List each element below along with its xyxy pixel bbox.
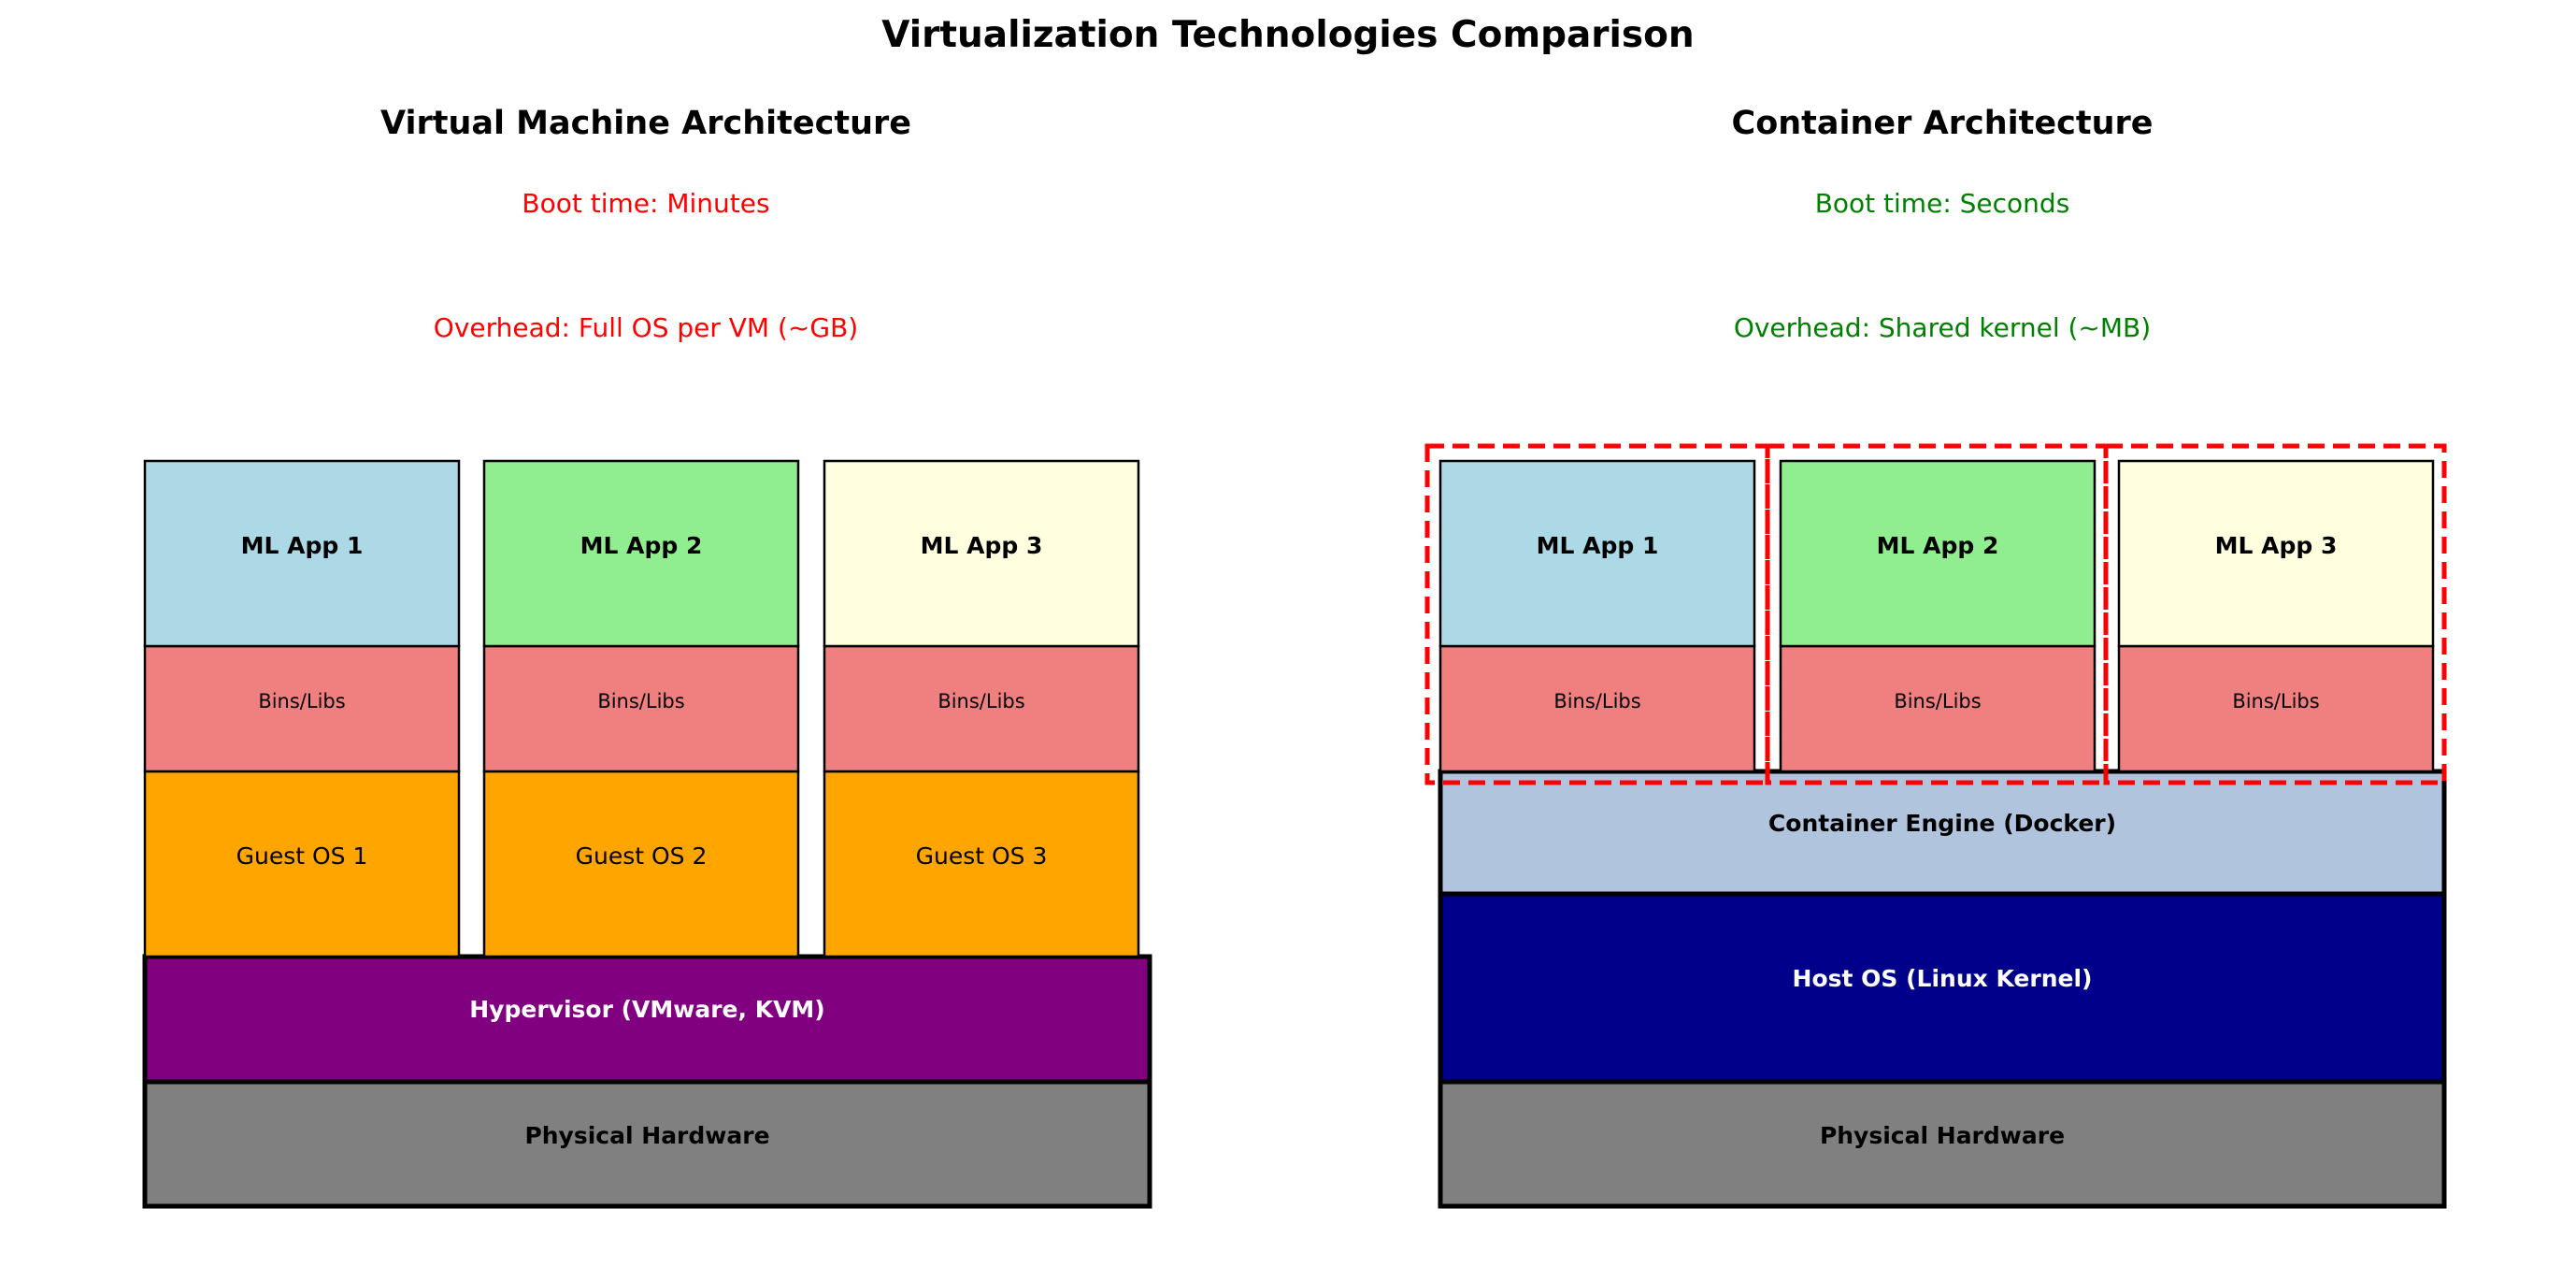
vm-boot-time: Boot time: Minutes — [522, 188, 769, 219]
container-stack: Physical Hardware Host OS (Linux Kernel) C… — [1424, 443, 2447, 1209]
ml-app-box — [2117, 459, 2435, 648]
hypervisor-layer-label: Hypervisor (VMware, KVM) — [469, 996, 824, 1023]
ml-app-box-label: ML App 2 — [580, 532, 703, 559]
guest-os-box — [823, 770, 1140, 958]
hardware-layer-label: Physical Hardware — [1820, 1122, 2065, 1149]
bins-libs-box-label: Bins/Libs — [597, 690, 684, 712]
ml-app-box-label: ML App 2 — [1877, 532, 1999, 559]
ml-app-box-label: ML App 3 — [2215, 532, 2338, 559]
vm-overhead: Overhead: Full OS per VM (~GB) — [434, 312, 858, 343]
figure-title: Virtualization Technologies Comparison — [881, 14, 1694, 56]
ml-app-box — [143, 459, 461, 648]
hardware-layer — [1438, 1079, 2447, 1209]
host-os-layer-label: Host OS (Linux Kernel) — [1793, 965, 2093, 992]
container-panel-title: Container Architecture — [1732, 105, 2154, 142]
hypervisor-layer — [142, 954, 1152, 1085]
bins-libs-box-label: Bins/Libs — [258, 690, 345, 712]
guest-os-box-label: Guest OS 1 — [236, 842, 368, 870]
container-isolation-boundary — [1424, 443, 1770, 785]
guest-os-box — [482, 770, 800, 958]
ml-app-box — [482, 459, 800, 648]
bins-libs-box — [2117, 644, 2435, 773]
container-overhead: Overhead: Shared kernel (~MB) — [1734, 312, 2151, 343]
ml-app-box — [1438, 459, 1756, 648]
host-os-layer — [1438, 891, 2447, 1085]
ml-app-box — [1779, 459, 2097, 648]
container-engine-layer-label: Container Engine (Docker) — [1768, 810, 2116, 837]
vm-panel-title: Virtual Machine Architecture — [380, 105, 911, 142]
ml-app-box-label: ML App 3 — [921, 532, 1043, 559]
bins-libs-box — [1438, 644, 1756, 773]
bins-libs-box-label: Bins/Libs — [1553, 690, 1640, 712]
guest-os-box-label: Guest OS 2 — [576, 842, 708, 870]
bins-libs-box — [823, 644, 1140, 773]
guest-os-box-label: Guest OS 3 — [916, 842, 1048, 870]
container-isolation-boundary — [2103, 443, 2447, 785]
hardware-layer — [142, 1079, 1152, 1209]
bins-libs-box-label: Bins/Libs — [1894, 690, 1981, 712]
bins-libs-box — [482, 644, 800, 773]
container-boot-time: Boot time: Seconds — [1815, 188, 2070, 219]
container-isolation-boundary — [1765, 443, 2109, 785]
vm-stack: Physical Hardware Hypervisor (VMware, KVM… — [142, 459, 1152, 1209]
bins-libs-box — [143, 644, 461, 773]
bins-libs-box-label: Bins/Libs — [2232, 690, 2319, 712]
bins-libs-box — [1779, 644, 2097, 773]
ml-app-box-label: ML App 1 — [241, 532, 364, 559]
ml-app-box-label: ML App 1 — [1537, 532, 1659, 559]
bins-libs-box-label: Bins/Libs — [937, 690, 1024, 712]
ml-app-box — [823, 459, 1140, 648]
hardware-layer-label: Physical Hardware — [524, 1122, 769, 1149]
